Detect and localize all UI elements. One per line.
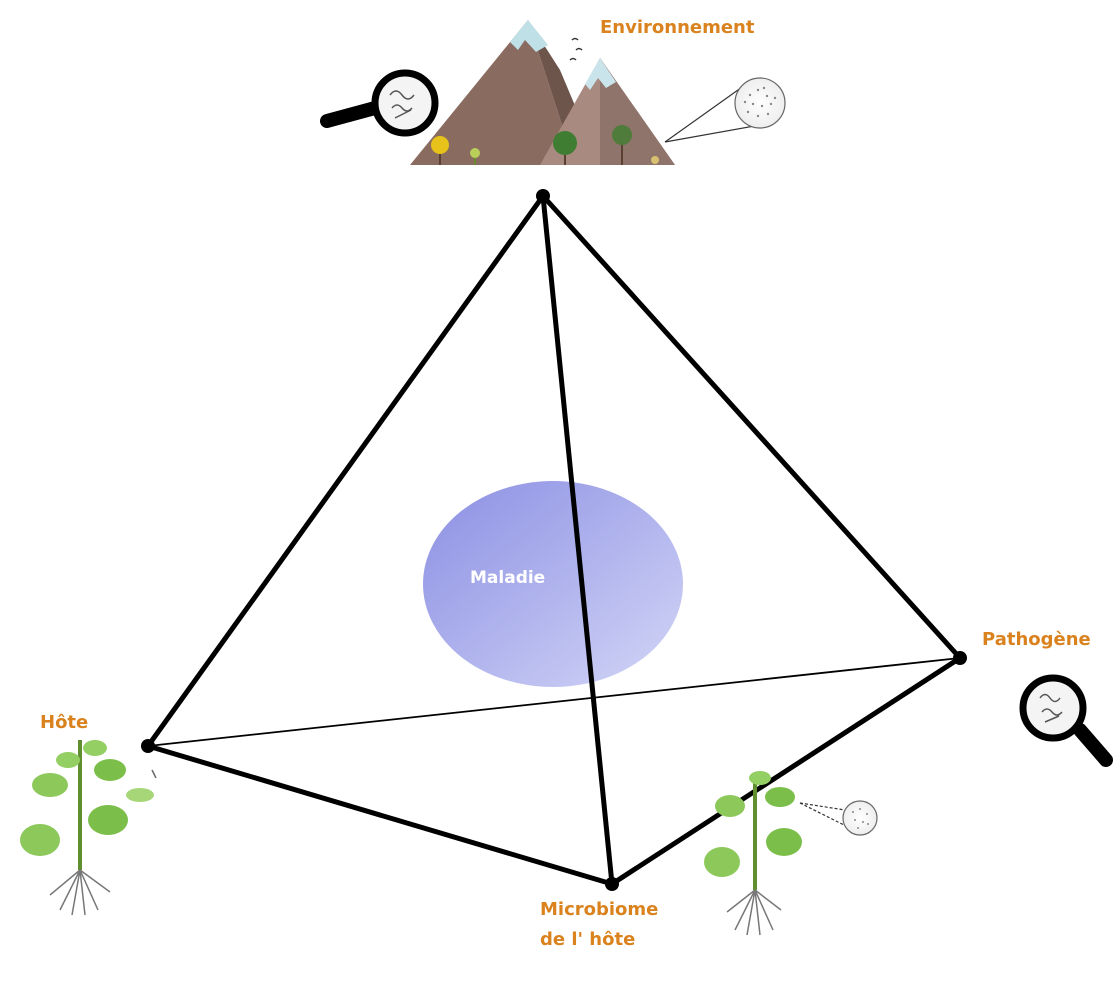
vertex-pathogen	[953, 651, 967, 665]
stray-mark	[152, 770, 156, 778]
vertex-host	[141, 739, 155, 753]
vertex-microbiome	[605, 877, 619, 891]
disease-label: Maladie	[470, 570, 545, 587]
magnifier-icon	[327, 73, 435, 133]
magnifier-icon	[1023, 678, 1106, 760]
host-label: Hôte	[40, 714, 88, 732]
disease-ellipse	[423, 481, 683, 687]
edge-host-microbiome	[148, 746, 612, 884]
plant-icon	[704, 771, 802, 935]
mountains-icon	[410, 20, 675, 165]
vertex-environment	[536, 189, 550, 203]
environment-label: Environnement	[600, 19, 754, 37]
microbiome-label-line2: de l' hôte	[540, 925, 658, 955]
pathogen-label: Pathogène	[982, 631, 1091, 649]
microbiome-label: Microbiome de l' hôte	[540, 895, 658, 955]
microbiome-label-line1: Microbiome	[540, 895, 658, 925]
soil-zoom-bubble	[665, 78, 785, 142]
microbiome-zoom-bubble	[800, 801, 877, 835]
plant-icon	[20, 740, 154, 915]
